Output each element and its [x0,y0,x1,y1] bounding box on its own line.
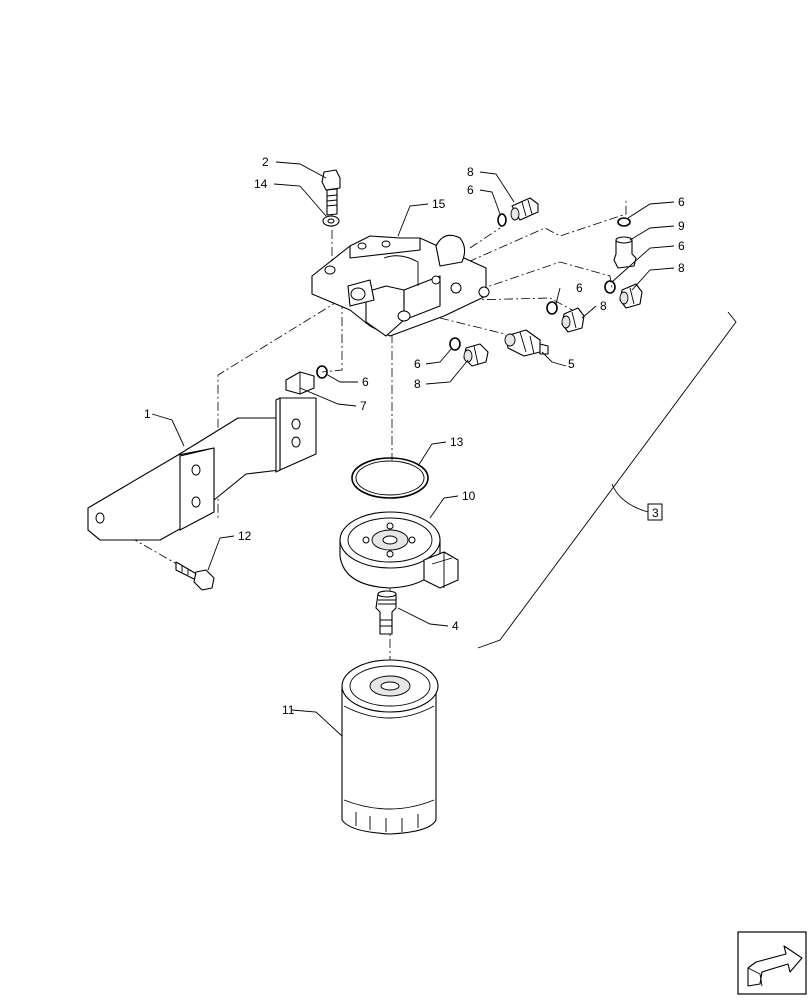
fitting-part-8-center-right [561,307,585,333]
o-ring-part-6-right-mid [604,280,616,294]
plug-part-7 [285,371,315,395]
label-assembly-3: 3 [652,506,659,520]
label-part-8-lower-center: 8 [414,377,421,391]
label-part-10: 10 [462,489,476,503]
label-part-1: 1 [144,407,151,421]
o-ring-part-6-left [316,365,328,379]
bolt-part-2 [321,169,341,216]
o-ring-part-6-top [497,213,507,227]
label-part-13: 13 [450,435,464,449]
callout-labels: 2 14 15 8 6 6 9 6 8 6 8 5 6 8 6 7 1 13 1… [144,155,685,717]
filter-head-part-15 [311,234,490,337]
seal-ring-part-13 [351,457,429,499]
plug-part-9 [613,236,637,269]
label-part-8-right: 8 [678,261,685,275]
label-part-5: 5 [568,357,575,371]
fitting-part-8-top [510,197,539,221]
adapter-part-10 [339,511,459,589]
assembly-3-indicator [477,311,737,649]
label-part-12: 12 [238,529,252,543]
label-part-11: 11 [282,703,295,717]
filter-cartridge-part-11 [341,659,439,835]
sensor-part-5 [504,329,549,357]
label-part-8-top: 8 [467,165,474,179]
label-part-15: 15 [432,197,446,211]
label-part-9: 9 [678,219,685,233]
label-part-6-right-upper: 6 [678,195,685,209]
leader-lines [151,161,675,737]
fitting-part-8-lower-center [463,343,489,367]
o-ring-part-6-center-right [546,301,558,315]
label-part-2: 2 [262,155,269,169]
label-part-14: 14 [254,177,268,191]
washer-part-14 [322,215,340,227]
nipple-part-4 [375,590,397,635]
next-page-arrow-icon[interactable] [737,931,807,995]
label-part-6-center-right: 6 [576,281,583,295]
label-part-7: 7 [360,399,367,413]
o-ring-part-6-lower-center [449,337,461,351]
fitting-part-8-right [619,283,643,309]
label-part-6-top: 6 [467,183,474,197]
label-part-6-lower-center: 6 [414,357,421,371]
label-part-6-right-mid: 6 [678,239,685,253]
label-part-4: 4 [452,619,459,633]
label-part-8-center-right: 8 [600,299,607,313]
bolt-part-12 [175,561,215,591]
bracket-part-1 [87,397,317,541]
o-ring-part-6-right-upper [617,217,631,227]
label-part-6-left: 6 [362,375,369,389]
